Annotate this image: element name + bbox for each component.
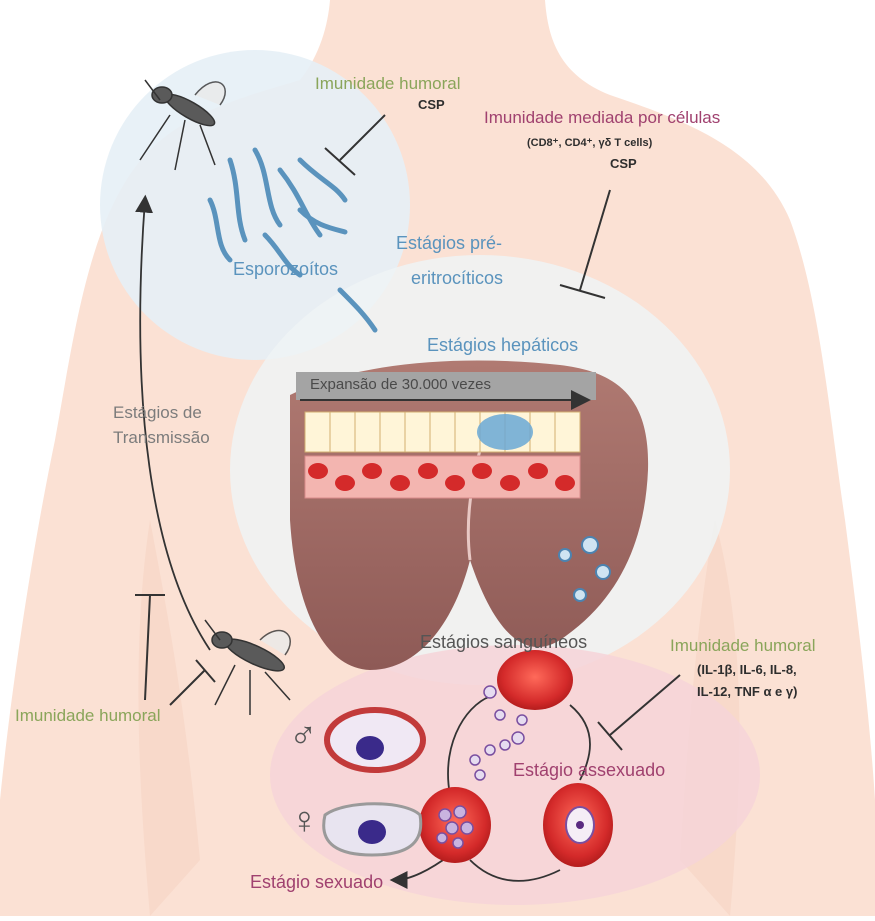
vessel-rbc bbox=[472, 463, 492, 479]
female-gametocyte-nucleus bbox=[358, 820, 386, 844]
vessel-rbc bbox=[528, 463, 548, 479]
vessel-rbc bbox=[362, 463, 382, 479]
vessel-rbc bbox=[555, 475, 575, 491]
humoral-immunity-right-label: Imunidade humoral bbox=[670, 636, 816, 656]
male-symbol-icon: ♂ bbox=[289, 715, 318, 758]
trophozoite-nucleus bbox=[576, 821, 584, 829]
cell-mediated-immunity-label: Imunidade mediada por células bbox=[484, 108, 720, 128]
humoral-immunity-left-label: Imunidade humoral bbox=[15, 706, 161, 726]
csp-top-label: CSP bbox=[418, 97, 445, 112]
sporozoites-label: Esporozoítos bbox=[233, 259, 338, 280]
female-symbol-icon: ♀ bbox=[290, 800, 319, 843]
vessel-rbc bbox=[335, 475, 355, 491]
cytokines-label-line1: (IL-1β, IL-6, IL-8, bbox=[697, 662, 797, 677]
vessel-rbc bbox=[390, 475, 410, 491]
rbc-ring-stage bbox=[497, 650, 573, 710]
csp-mid-label: CSP bbox=[610, 156, 637, 171]
sexual-stage-label: Estágio sexuado bbox=[250, 872, 383, 893]
liver-schizont bbox=[477, 414, 533, 450]
hepatocyte-strip bbox=[305, 412, 580, 452]
pre-erythrocytic-label-line1: Estágios pré- bbox=[396, 233, 502, 254]
vessel-rbc bbox=[308, 463, 328, 479]
transmission-stages-label-line2: Transmissão bbox=[113, 428, 210, 448]
humoral-immunity-top-label: Imunidade humoral bbox=[315, 74, 461, 94]
blood-stages-label: Estágios sanguíneos bbox=[420, 632, 587, 653]
cytokines-label-line2: IL-12, TNF α e γ) bbox=[697, 684, 797, 699]
pre-erythrocytic-label-line2: eritrocíticos bbox=[411, 268, 503, 289]
hepatic-stages-label: Estágios hepáticos bbox=[427, 335, 578, 356]
vessel-rbc bbox=[500, 475, 520, 491]
vessel-rbc bbox=[418, 463, 438, 479]
asexual-stage-label: Estágio assexuado bbox=[513, 760, 665, 781]
vessel-rbc bbox=[445, 475, 465, 491]
expansion-label: Expansão de 30.000 vezes bbox=[310, 376, 491, 393]
transmission-stages-label-line1: Estágios de bbox=[113, 403, 202, 423]
t-cell-types-label: (CD8⁺, CD4⁺, γδ T cells) bbox=[527, 136, 652, 149]
male-gametocyte-nucleus bbox=[356, 736, 384, 760]
